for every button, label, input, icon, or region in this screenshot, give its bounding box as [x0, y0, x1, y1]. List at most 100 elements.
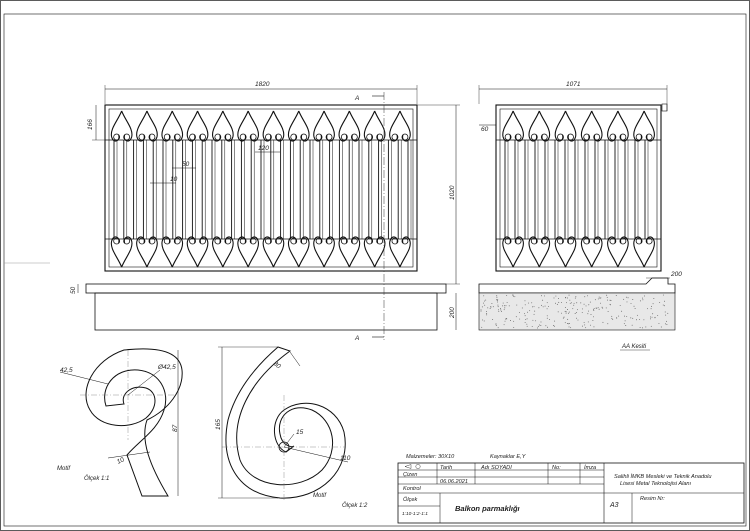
hatch-dot	[626, 316, 628, 317]
hatch-dot	[524, 300, 526, 302]
scroll-curl	[290, 133, 298, 141]
hatch-dot	[602, 321, 604, 323]
hatch-dot	[593, 326, 595, 328]
hatch-dot	[553, 324, 554, 326]
hatch-dot	[558, 301, 560, 303]
hatch-dot	[633, 305, 635, 307]
side-vertical-bars	[504, 140, 649, 239]
hatch-dot	[531, 306, 533, 308]
scroll-curl	[163, 133, 171, 141]
hatch-dot	[649, 318, 651, 320]
hatch-dot	[481, 326, 483, 328]
scale-label: Ölçek	[403, 496, 419, 503]
hatch-dot	[573, 304, 575, 306]
hatch-dot	[625, 296, 627, 298]
hatch-dot	[664, 300, 665, 302]
hatch-dot	[642, 297, 643, 299]
scroll-curl	[275, 237, 282, 245]
hatch-dot	[645, 326, 647, 328]
hatch-dot	[491, 303, 493, 304]
hatch-dot	[574, 297, 576, 299]
hatch-dot	[486, 310, 488, 312]
hatch-dot	[598, 296, 600, 298]
scroll-curl	[609, 237, 617, 245]
hatch-dot	[567, 309, 568, 310]
hatch-dot	[565, 311, 567, 313]
hatch-dot	[595, 307, 597, 309]
row-drawn: Çizen	[403, 472, 417, 478]
hatch-dot	[569, 302, 571, 304]
hatch-dot	[538, 307, 540, 309]
hatch-dot	[643, 295, 645, 297]
scroll-curl	[214, 133, 222, 141]
scroll-curl	[514, 237, 522, 245]
hatch-dot	[498, 310, 500, 312]
hatch-dot	[505, 317, 507, 319]
hatch-dot	[564, 310, 566, 312]
hatch-dot	[618, 315, 620, 317]
motif-2-label: Motif	[313, 493, 327, 499]
motif-2-detail: 165 30 15 110 Motif Ölçek 1:2	[215, 346, 368, 509]
hatch-dot	[556, 303, 558, 305]
section-marker-top: A	[354, 95, 359, 102]
hatch-dot	[664, 311, 666, 313]
hatch-dot	[546, 315, 548, 317]
hatch-dot	[652, 313, 654, 315]
scroll-curl	[391, 133, 399, 141]
hatch-dot	[542, 306, 544, 308]
hatch-dot	[529, 310, 531, 312]
scroll-curl	[340, 237, 348, 245]
hatch-dot	[518, 311, 520, 313]
scroll-curl	[325, 133, 333, 141]
hatch-dot	[606, 297, 608, 298]
hatch-dot	[546, 317, 548, 319]
hatch-dot	[480, 310, 482, 312]
hatch-dot	[587, 321, 589, 323]
hatch-dot	[514, 296, 516, 298]
scroll-motifs-bottom	[110, 236, 411, 268]
hatch-dot	[564, 306, 566, 308]
hatch-dot	[545, 325, 547, 327]
hatch-dot	[642, 327, 644, 329]
hatch-dot	[630, 302, 632, 304]
hatch-dot	[581, 308, 583, 310]
hatch-dot	[602, 307, 604, 309]
col-no: No:	[552, 465, 561, 471]
hatch-dot	[600, 297, 602, 299]
scroll-curl	[113, 237, 121, 245]
scroll-curl	[275, 133, 282, 141]
scroll-curl	[609, 133, 617, 141]
dim-radius: 110	[340, 455, 351, 462]
motif-2-scale: Ölçek 1:2	[342, 502, 368, 509]
hatch-dot	[607, 299, 608, 301]
hatch-dot	[558, 298, 559, 300]
hatch-dot	[534, 310, 536, 312]
motif-1-label: Motif	[57, 466, 71, 472]
scroll-curl	[350, 237, 358, 245]
hatch-dot	[508, 305, 510, 307]
wall	[94, 292, 438, 331]
col-date: Tarih	[440, 465, 452, 471]
hatch-dot	[636, 319, 637, 321]
hatch-dot	[596, 307, 598, 309]
hatch-dot	[657, 314, 659, 316]
hatch-dot	[490, 306, 492, 308]
hatch-dot	[666, 324, 668, 325]
scroll-curl	[325, 237, 333, 245]
hatch-dot	[590, 314, 592, 315]
railing-frame	[104, 104, 418, 272]
scroll-curl	[401, 133, 409, 141]
hatch-dot	[546, 308, 548, 310]
hatch-dot	[524, 304, 526, 306]
hatch-dot	[572, 308, 574, 310]
dim-wall: 200	[449, 307, 456, 319]
hatch-dot	[570, 327, 572, 329]
hatch-dot	[631, 324, 633, 326]
hatch-dot	[566, 302, 568, 304]
hatch-dot	[647, 308, 649, 310]
hatch-dot	[486, 313, 488, 315]
scroll-curl	[239, 133, 247, 141]
scroll-curl	[583, 133, 591, 141]
hatch-dot	[593, 316, 595, 318]
